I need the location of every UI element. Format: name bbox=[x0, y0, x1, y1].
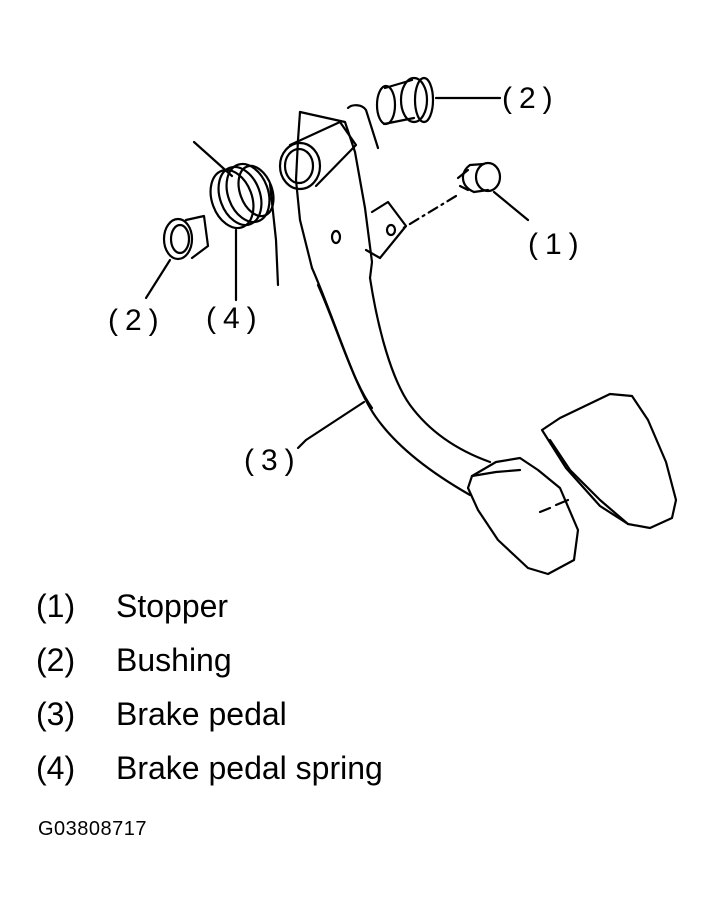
brake-pedal-exploded-diagram bbox=[144, 76, 678, 576]
callout-stopper: (1) bbox=[528, 228, 586, 261]
legend-label: Brake pedal bbox=[116, 696, 287, 732]
legend-item-brake-pedal: (3) Brake pedal bbox=[36, 698, 696, 752]
bushing-left-part bbox=[162, 214, 210, 261]
legend-item-bushing: (2) Bushing bbox=[36, 644, 696, 698]
legend-label: Brake pedal spring bbox=[116, 750, 383, 786]
figure-id: G03808717 bbox=[38, 818, 148, 840]
stopper-leader bbox=[492, 190, 530, 222]
stopper-axis-line bbox=[398, 194, 458, 232]
bushing-top-part bbox=[375, 76, 435, 126]
legend-number: (2) bbox=[36, 642, 76, 678]
bushing-left-leader bbox=[144, 258, 172, 300]
callout-bushing-top: (2) bbox=[502, 82, 560, 115]
brake-pedal-part bbox=[278, 104, 678, 576]
callout-pedal: (3) bbox=[244, 444, 302, 477]
pedal-leader bbox=[296, 400, 366, 450]
legend-number: (4) bbox=[36, 750, 76, 786]
spring-part bbox=[192, 140, 280, 287]
legend-number: (3) bbox=[36, 696, 76, 732]
legend-item-brake-pedal-spring: (4) Brake pedal spring bbox=[36, 752, 696, 806]
parts-legend: (1) Stopper (2) Bushing (3) Brake pedal … bbox=[36, 590, 696, 806]
legend-number: (1) bbox=[36, 588, 76, 624]
legend-label: Stopper bbox=[116, 588, 229, 624]
legend-item-stopper: (1) Stopper bbox=[36, 590, 696, 644]
callout-bushing-left: (2) bbox=[108, 304, 166, 337]
legend-label: Bushing bbox=[116, 642, 232, 678]
stopper-part bbox=[456, 161, 502, 194]
callout-spring: (4) bbox=[206, 302, 264, 335]
